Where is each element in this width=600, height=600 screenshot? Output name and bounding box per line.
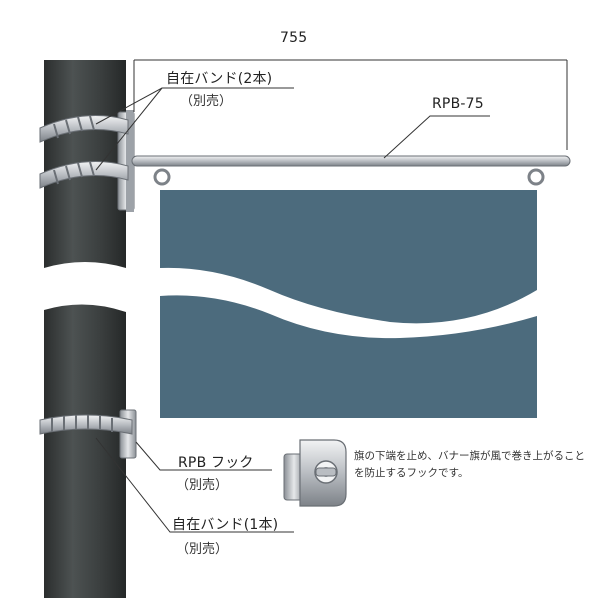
band-two-note: （別売）	[180, 94, 233, 109]
band-one-label: 自在バンド(1本)	[172, 517, 279, 533]
pole	[44, 60, 126, 598]
arm-rpb-75	[131, 155, 571, 186]
leader-lines	[95, 87, 490, 533]
band-lower	[39, 409, 137, 459]
arm-label: RPB-75	[432, 96, 484, 112]
band-upper-2	[39, 161, 129, 189]
rpb-hook-image	[283, 439, 347, 507]
band-two-label: 自在バンド(2本)	[166, 71, 273, 87]
dimension-value: 755	[280, 30, 308, 46]
band-upper-1	[39, 115, 129, 143]
hook-description: 旗の下端を止め、バナー旗が風で巻き上がることを防止するフックです。	[354, 450, 585, 479]
hook-note: （別売）	[176, 478, 229, 493]
banner-flag	[160, 190, 537, 418]
band-one-note: （別売）	[176, 542, 229, 557]
hook-label: RPB フック	[178, 455, 254, 471]
